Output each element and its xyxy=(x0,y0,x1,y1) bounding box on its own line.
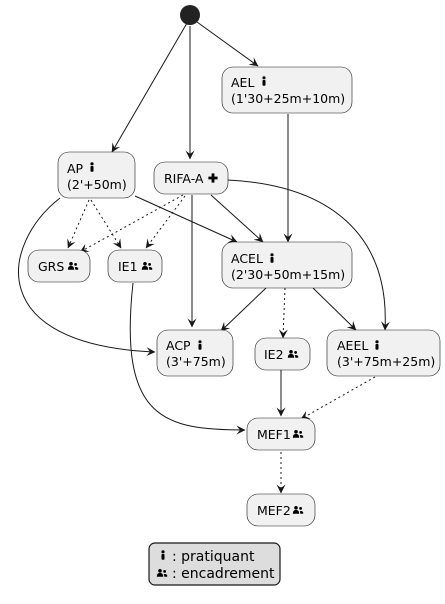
edge-rifa-ie1 xyxy=(145,195,186,249)
edge-ap-acp xyxy=(18,197,156,357)
ap-duration: (2'+50m) xyxy=(67,177,127,192)
node-mef2: MEF2 xyxy=(246,493,316,527)
ie1-title: IE1 xyxy=(118,259,138,274)
ap-title: AP xyxy=(67,161,84,176)
node-aeel: AEEL (3'+75m+25m) xyxy=(326,329,441,377)
node-ie2: IE2 xyxy=(254,337,311,371)
person-icon xyxy=(161,550,165,560)
node-rifa: RIFA-A xyxy=(153,161,229,195)
edge-aeel-mef1 xyxy=(300,376,376,420)
mef1-title: MEF1 xyxy=(257,427,291,442)
edge-acel-ie2 xyxy=(278,287,288,339)
edge-start-ap xyxy=(111,22,188,153)
person-icon xyxy=(270,253,274,263)
person-icon xyxy=(198,340,202,350)
edge-rifa-acel xyxy=(210,194,264,243)
start-node xyxy=(180,5,200,25)
edge-ap-grs xyxy=(67,199,90,249)
acp-title: ACP xyxy=(166,338,191,353)
person-icon xyxy=(262,76,266,86)
ie2-title: IE2 xyxy=(264,347,284,362)
legend-encadrement: : encadrement xyxy=(172,566,275,582)
mef2-title: MEF2 xyxy=(257,503,291,518)
node-ael: AEL (1'30+25m+10m) xyxy=(221,66,353,114)
edge-ie1-mef1 xyxy=(129,282,246,435)
ael-duration: (1'30+25m+10m) xyxy=(231,91,345,106)
legend-pratiquant: : pratiquant xyxy=(172,549,255,565)
acel-title: ACEL xyxy=(231,251,263,266)
edge-start-ael xyxy=(196,21,259,67)
person-icon xyxy=(375,340,379,350)
rifa-title: RIFA-A xyxy=(164,171,204,186)
node-acp: ACP (3'+75m) xyxy=(156,329,234,377)
edge-rifa-grs xyxy=(79,194,184,253)
node-mef1: MEF1 xyxy=(246,417,316,451)
edge-ap-acel xyxy=(134,195,238,243)
aeel-title: AEEL xyxy=(337,338,368,353)
edge-ap-ie1 xyxy=(90,199,122,249)
legend: : pratiquant : encadrement xyxy=(148,542,281,586)
grs-title: GRS xyxy=(38,259,64,274)
edge-acel-aeel xyxy=(312,287,357,331)
ael-title: AEL xyxy=(231,75,254,90)
edges xyxy=(18,21,390,494)
person-icon xyxy=(90,162,94,172)
acp-duration: (3'+75m) xyxy=(166,354,226,369)
aeel-duration: (3'+75m+25m) xyxy=(337,354,435,369)
edge-rifa-aeel xyxy=(227,179,390,331)
node-ap: AP (2'+50m) xyxy=(57,151,136,199)
acel-duration: (2'30+50m+15m) xyxy=(231,267,345,282)
node-grs: GRS xyxy=(27,249,91,283)
node-acel: ACEL (2'30+50m+15m) xyxy=(221,241,353,289)
node-ie1: IE1 xyxy=(107,249,163,283)
edge-acel-acp xyxy=(220,287,267,332)
